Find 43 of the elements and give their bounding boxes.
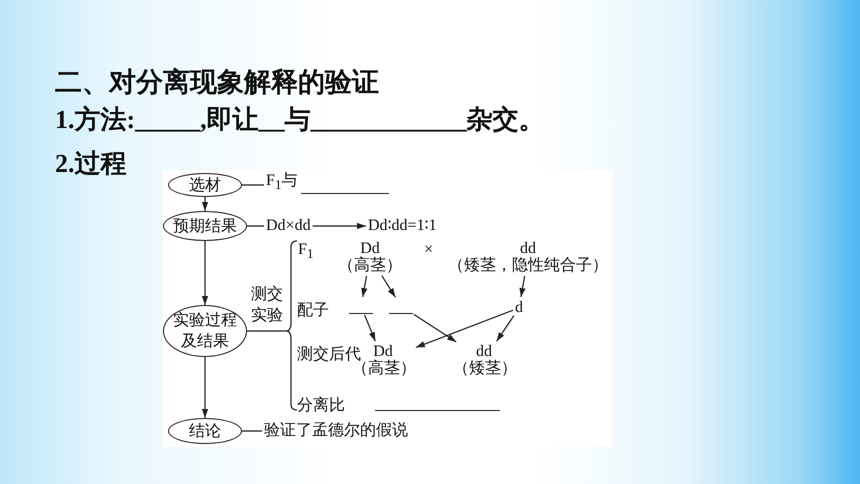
step-oval — [163, 211, 247, 241]
connector-line — [242, 430, 262, 432]
phenotype-label: （矮茎，隐性纯合子） — [448, 257, 608, 274]
arrow — [202, 357, 208, 418]
question-text: 1.方法:_____,即让__与____________杂交。 — [55, 105, 545, 135]
arrow — [202, 241, 208, 305]
arrow — [519, 276, 526, 298]
step-oval — [168, 418, 242, 444]
genotype-label: dd — [476, 343, 492, 360]
row-label: 分离比 — [297, 396, 345, 416]
connector-line — [242, 184, 264, 186]
connector-line — [247, 330, 287, 332]
step-label: 实验过程及结果 — [172, 310, 238, 352]
heading: 二、对分离现象解释的验证 — [55, 66, 379, 99]
conclusion-text: 验证了孟德尔的假说 — [264, 422, 408, 440]
arrow — [496, 315, 514, 342]
genotype-label: Dd — [373, 343, 393, 360]
row-label: 配子 — [297, 301, 329, 321]
step-label: 选材 — [189, 176, 221, 196]
arrow — [312, 222, 366, 230]
step-oval — [168, 173, 242, 197]
step-label: 预期结果 — [173, 216, 237, 236]
section-heading: 2.过程 — [55, 149, 126, 179]
connector-line — [247, 225, 264, 227]
arrow — [416, 310, 514, 348]
arrow — [381, 275, 396, 298]
genotype-label: dd — [520, 240, 536, 257]
gamete-label: d — [515, 299, 523, 317]
step-oval — [163, 305, 247, 357]
cross-sign: × — [424, 240, 434, 260]
arrow — [364, 314, 376, 342]
material-text: F$_{1}$与 — [266, 172, 298, 194]
cross-formula: Dd×dd — [266, 217, 311, 235]
step-label: 结论 — [189, 422, 221, 442]
genotype-label: Dd — [360, 240, 380, 257]
phenotype-label: （矮茎） — [453, 360, 517, 377]
phenotype-label: （高茎） — [338, 257, 402, 274]
edge-label: 测交实验 — [251, 284, 284, 326]
row-label: F$_{1}$ — [298, 240, 314, 264]
arrow — [202, 197, 208, 211]
ratio-formula: Dd∶dd=1∶1 — [368, 217, 437, 235]
arrow — [413, 314, 457, 342]
arrow — [361, 276, 368, 298]
